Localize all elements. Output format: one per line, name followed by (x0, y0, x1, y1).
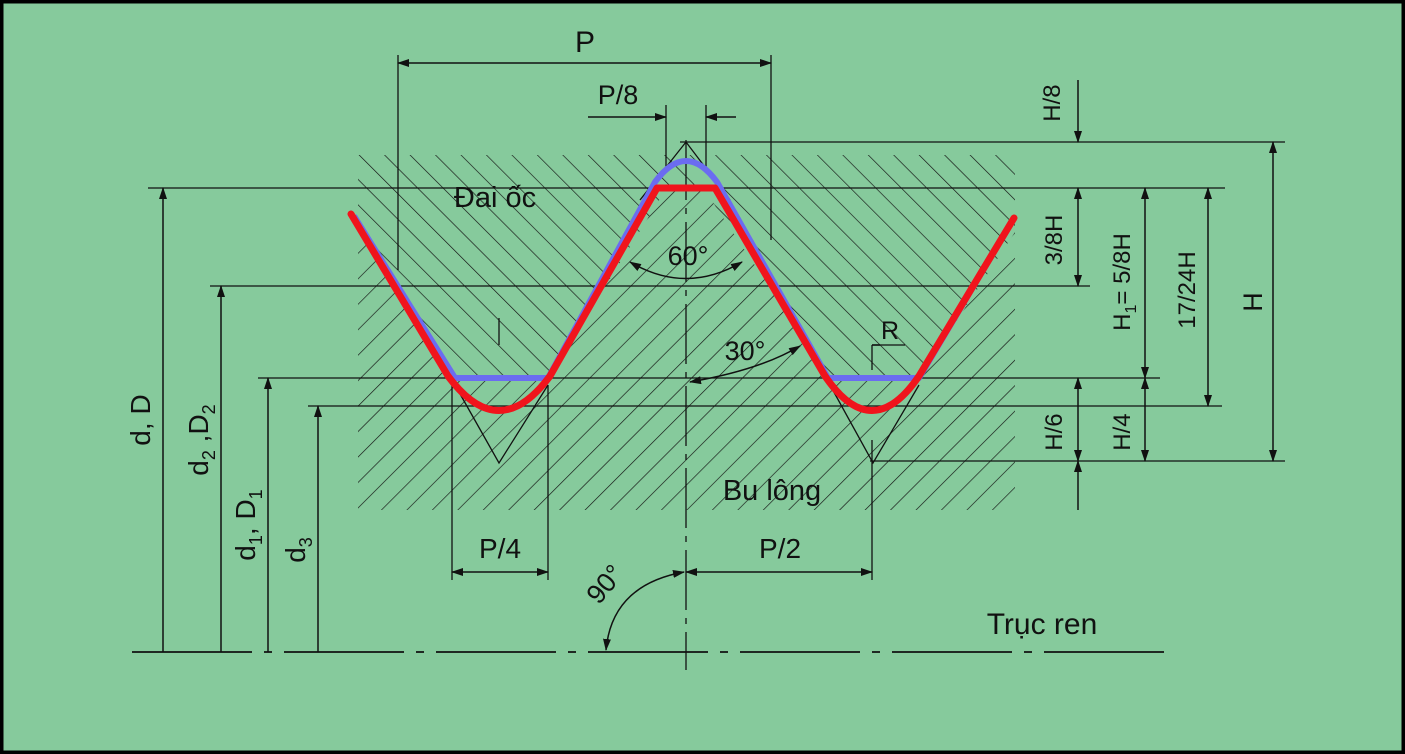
h38-label: 3/8H (1041, 215, 1068, 266)
h1724-label: 17/24H (1174, 251, 1201, 328)
angle60-label: 60° (668, 241, 709, 271)
bolt-label: Bu lông (723, 475, 821, 507)
p4-label: P/4 (479, 533, 521, 564)
pitch-label: P (575, 26, 595, 59)
d1-label: d1, D1 (230, 489, 266, 560)
bolt-profile (347, 184, 1018, 414)
nut-profile (351, 158, 1017, 381)
h4-label: H/4 (1109, 413, 1136, 450)
horizontal-dimensions (397, 59, 880, 576)
axis-label: Trục ren (987, 608, 1098, 641)
h-total-label: H (1238, 292, 1268, 312)
d3-label: d3 (280, 537, 316, 563)
h6-label: H/6 (1041, 413, 1068, 450)
vertical-dimensions-right (1074, 80, 1277, 510)
p8-label: P/8 (598, 80, 639, 110)
angle-arcs (603, 261, 801, 651)
radius-label: R (881, 317, 899, 345)
labels: P P/8 Đai ốc Bu lông 60° 30° R P/4 P/2 9… (125, 26, 1268, 641)
h1-label: H1= 5/8H (1109, 233, 1140, 331)
d2-label: d2 ,D2 (183, 404, 219, 475)
angle30-label: 30° (725, 336, 766, 366)
p2-label: P/2 (759, 533, 801, 564)
nut-label: Đai ốc (454, 182, 536, 214)
h8-label: H/8 (1039, 84, 1066, 121)
dD-label: d, D (125, 394, 156, 445)
diameter-dimensions (159, 187, 322, 652)
